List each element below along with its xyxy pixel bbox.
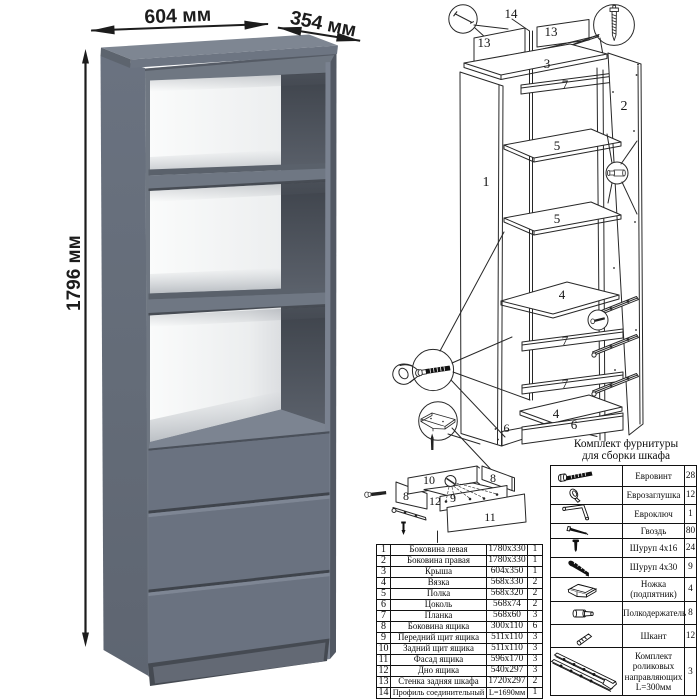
svg-text:604 мм: 604 мм xyxy=(144,4,212,29)
svg-text:9: 9 xyxy=(450,491,456,505)
svg-text:6: 6 xyxy=(504,421,510,435)
svg-text:7: 7 xyxy=(562,376,569,391)
svg-text:7: 7 xyxy=(562,77,569,92)
svg-text:7: 7 xyxy=(562,333,569,348)
svg-text:13: 13 xyxy=(478,35,491,50)
svg-text:11: 11 xyxy=(484,510,496,524)
svg-text:2: 2 xyxy=(621,99,628,114)
svg-text:5: 5 xyxy=(554,211,561,226)
svg-text:3: 3 xyxy=(544,56,551,71)
svg-text:6: 6 xyxy=(571,417,578,432)
svg-text:8: 8 xyxy=(490,471,496,485)
svg-text:12: 12 xyxy=(429,494,441,508)
svg-text:1: 1 xyxy=(483,175,490,190)
svg-text:8: 8 xyxy=(403,489,409,503)
svg-text:5: 5 xyxy=(554,138,561,153)
svg-text:4: 4 xyxy=(559,287,566,302)
svg-text:4: 4 xyxy=(553,406,560,421)
svg-text:1796 мм: 1796 мм xyxy=(64,235,85,311)
svg-text:10: 10 xyxy=(423,473,435,487)
svg-text:13: 13 xyxy=(545,24,558,39)
svg-text:14: 14 xyxy=(505,6,519,21)
